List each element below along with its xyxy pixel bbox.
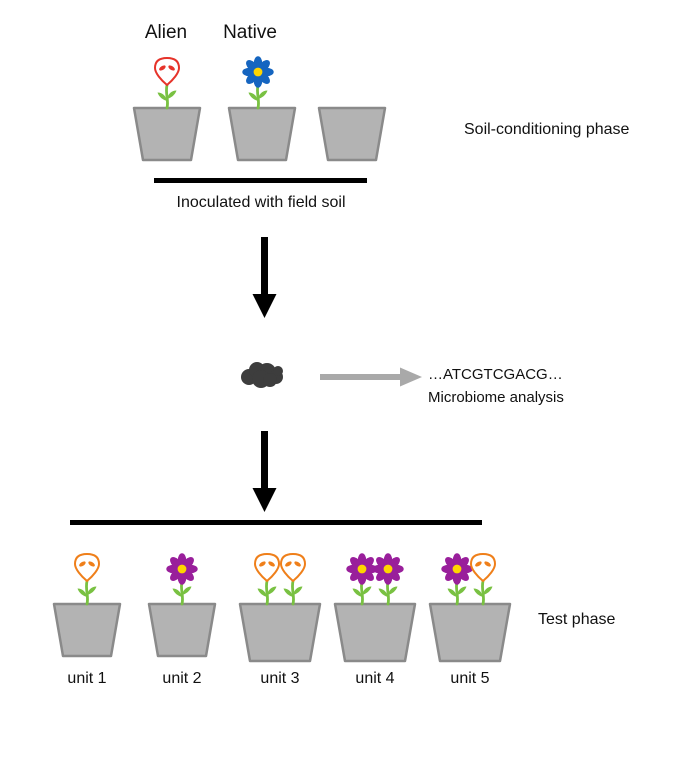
purple-flower-icon [166, 553, 198, 606]
conditioning-scene [132, 56, 387, 183]
test-unit-3 [238, 553, 322, 663]
purple-flower-icon [372, 553, 404, 606]
test-unit-2 [147, 553, 217, 658]
conditioning-pot-3-empty [317, 106, 387, 162]
test-phase-overline [70, 520, 482, 525]
test-phase-label: Test phase [538, 611, 616, 628]
soil-conditioning-phase-label: Soil-conditioning phase [464, 121, 630, 138]
down-arrow-1-icon [252, 237, 277, 318]
alien-plant-icon [154, 57, 180, 110]
microbiome-analysis-label: Microbiome analysis [428, 389, 564, 406]
conditioning-pot-1 [132, 106, 202, 162]
native-label: Native [223, 22, 277, 43]
test-unit-4 [333, 553, 417, 663]
test-pot-4 [333, 602, 417, 663]
alien-flower-icon [280, 553, 306, 606]
dna-sequence-text: …ATCGTCGACG… [428, 366, 563, 383]
purple-flower-icon [346, 553, 378, 606]
test-pot-2 [147, 602, 217, 658]
unit-4-label: unit 4 [355, 670, 395, 687]
test-pot-3 [238, 602, 322, 663]
test-unit-5 [428, 553, 512, 663]
test-pot-5 [428, 602, 512, 663]
purple-flower-icon [441, 553, 473, 606]
test-unit-1 [52, 553, 122, 658]
right-arrow-icon [320, 367, 422, 387]
alien-flower-icon [254, 553, 280, 606]
test-units-layer [52, 553, 512, 663]
unit-2-label: unit 2 [162, 670, 202, 687]
soil-clump-icon [241, 362, 283, 388]
unit-3-label: unit 3 [260, 670, 300, 687]
alien-flower-icon [470, 553, 496, 606]
unit-5-label: unit 5 [450, 670, 490, 687]
conditioning-underline [154, 178, 367, 183]
alien-flower-icon [74, 553, 100, 606]
native-plant-icon [242, 56, 274, 110]
test-pot-1 [52, 602, 122, 658]
unit-1-label: unit 1 [67, 670, 107, 687]
down-arrow-2-icon [252, 431, 277, 512]
alien-label: Alien [144, 22, 188, 43]
inoculated-caption: Inoculated with field soil [176, 194, 346, 211]
conditioning-pot-2 [227, 106, 297, 162]
